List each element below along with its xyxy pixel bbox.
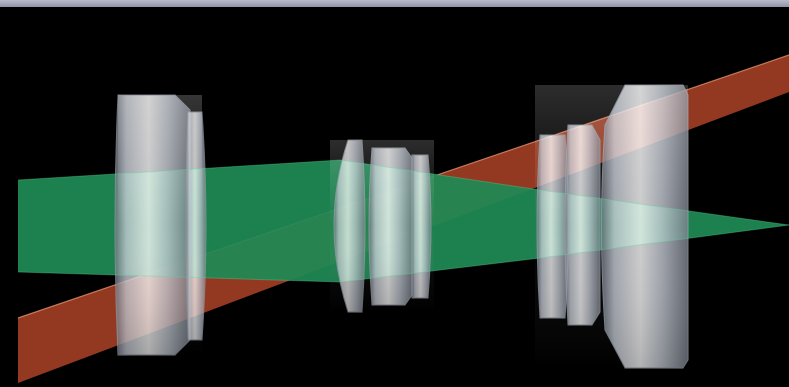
rear-lens-group [535,85,688,368]
front-lens-group [115,95,206,355]
